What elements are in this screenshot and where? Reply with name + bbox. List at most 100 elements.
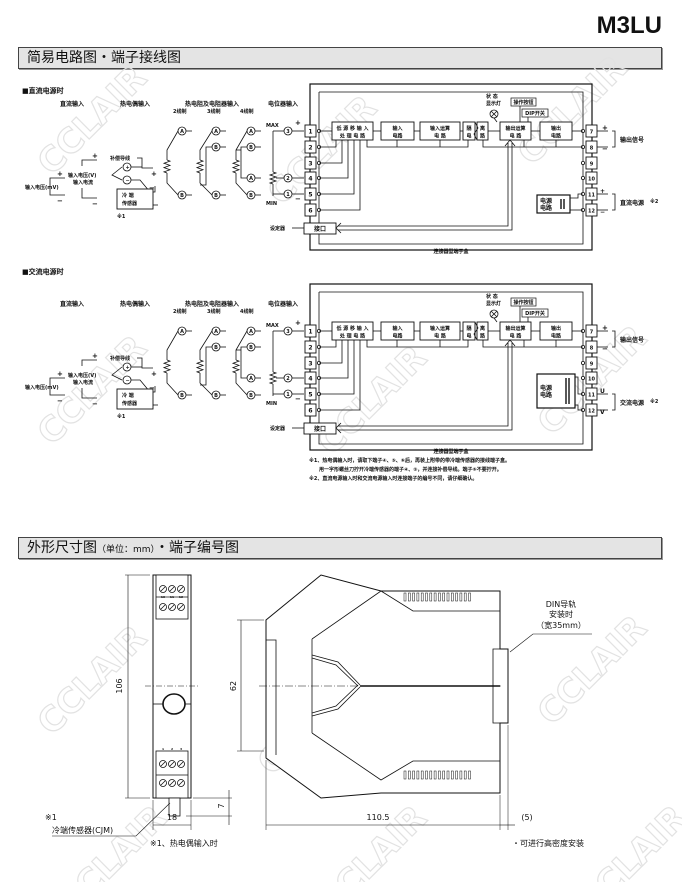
section-title: 简易电路图・端子接线图 <box>27 50 181 66</box>
comm-line <box>338 343 513 431</box>
wire <box>200 346 212 386</box>
power-circuit-label: 电源 <box>540 384 552 392</box>
terminal-box-label: 连接器型端子盒 <box>433 248 469 255</box>
input-v-label: 输入电压(V) <box>68 372 96 379</box>
wire <box>482 140 583 148</box>
plus-sign: + <box>151 370 157 378</box>
wire <box>575 376 583 395</box>
col-rtd-input: 热电阻及电阻器输入 <box>185 300 239 308</box>
section-title: 外形尺寸图（单位：mm）・端子编号图 <box>27 539 239 559</box>
rtd2-a-label: A <box>180 329 184 335</box>
note-mark: ※1 <box>117 214 126 220</box>
wire <box>235 330 248 360</box>
wire <box>81 159 97 166</box>
setter-label: 设定器 <box>270 225 286 232</box>
wire <box>235 173 248 196</box>
wire <box>81 388 97 399</box>
vent-slot <box>463 770 467 780</box>
terminal-number: 10 <box>588 377 595 383</box>
wire <box>169 604 175 610</box>
input-mv-label: 输入电压(mV) <box>25 384 59 391</box>
terminal-9 <box>585 356 598 370</box>
notes: ※1、热电偶输入时，请取下端子④、⑤、⑥后，再装上附带的带冷端传感器的接线端子盒… <box>309 457 510 482</box>
terminal-box-label: 连接器型端子盒 <box>433 448 469 455</box>
note-1-cont: 用一字形螺丝刀拧开冷端传感器的端子④、⑤，并连接补偿导线。端子⑥不要拧开。 <box>318 466 502 473</box>
plus-sign: + <box>602 324 608 332</box>
diagram-header: ■交流电源时 <box>22 267 64 276</box>
col-dc-input: 直流输入 <box>60 300 84 308</box>
arrow-head <box>335 222 342 234</box>
rtd4-a2-label: A <box>249 376 253 382</box>
comm-line <box>338 143 513 231</box>
terminal-number: 8 <box>590 346 594 352</box>
isolation-block-a-label: 电 <box>466 133 471 140</box>
wire <box>199 373 213 396</box>
wire <box>49 377 65 396</box>
minus-sign: − <box>602 145 608 153</box>
terminal-dot <box>581 175 586 180</box>
power-circuit-label: 电路 <box>540 204 553 212</box>
dip-switch-label: DIP开关 <box>525 310 545 317</box>
wire <box>49 177 65 196</box>
vent-slot <box>463 592 467 602</box>
wire <box>240 146 247 179</box>
watermark-text: CCLAIR <box>30 618 155 743</box>
output-arithmetic-block-label: 输出运算 <box>505 325 525 332</box>
wire <box>490 110 498 118</box>
vent-slot <box>433 770 437 780</box>
wire <box>160 604 166 610</box>
plus-sign: + <box>57 370 63 378</box>
terminal-number: 6 <box>308 208 312 215</box>
dip-switch-box <box>521 108 549 118</box>
wire <box>319 140 349 179</box>
terminal-number: 10 <box>161 595 165 599</box>
interface-label: 接口 <box>313 425 326 433</box>
input-processing-block-label: 低 源 移 输 入 <box>336 325 369 332</box>
vent-slot <box>416 592 420 602</box>
wire <box>111 166 123 181</box>
wire <box>166 330 179 360</box>
terminal-5 <box>304 187 317 201</box>
cjc-label: 传感器 <box>121 400 138 407</box>
input-mv-label: 输入电压(mV) <box>25 184 59 191</box>
terminal-number: 5 <box>308 192 312 199</box>
wire <box>319 140 337 148</box>
terminal-1 <box>304 124 317 138</box>
isolation-break <box>473 121 479 141</box>
input-i-label: 输入电流 <box>73 179 93 186</box>
terminal-2 <box>304 340 317 354</box>
vent-slot <box>412 770 415 780</box>
terminal-12-sign: V <box>600 409 605 416</box>
power-note-mark: ※2 <box>650 399 659 405</box>
wire <box>319 340 355 395</box>
wire <box>153 186 156 193</box>
dim-7: 7 <box>217 803 226 808</box>
terminal-number: 8 <box>590 146 594 152</box>
input-circuit-block-label: 电路 <box>392 333 403 340</box>
resistor-symbol <box>231 159 241 174</box>
terminal-3 <box>304 356 317 370</box>
vent-slot <box>438 592 441 602</box>
wire <box>137 157 153 169</box>
vent-slot <box>429 770 433 780</box>
dim-18: 18 <box>167 813 177 822</box>
wire <box>482 340 583 348</box>
wire <box>178 586 184 592</box>
model-title: M3LU <box>596 12 662 39</box>
vent-slot <box>408 592 411 602</box>
input-arithmetic-block-label: 输入运算 <box>430 325 450 332</box>
section-header-dimensions: 外形尺寸图（单位：mm）・端子编号图 <box>18 537 662 559</box>
interface-label: 接口 <box>313 225 326 233</box>
terminal-4 <box>304 171 317 185</box>
cold-junction-sensor-box <box>116 188 154 210</box>
wire <box>311 654 361 686</box>
vent-slot <box>416 770 420 780</box>
leader-line <box>52 802 171 837</box>
terminal-number: 3 <box>308 361 312 368</box>
terminal-2 <box>304 140 317 154</box>
plus-sign: + <box>126 165 130 171</box>
